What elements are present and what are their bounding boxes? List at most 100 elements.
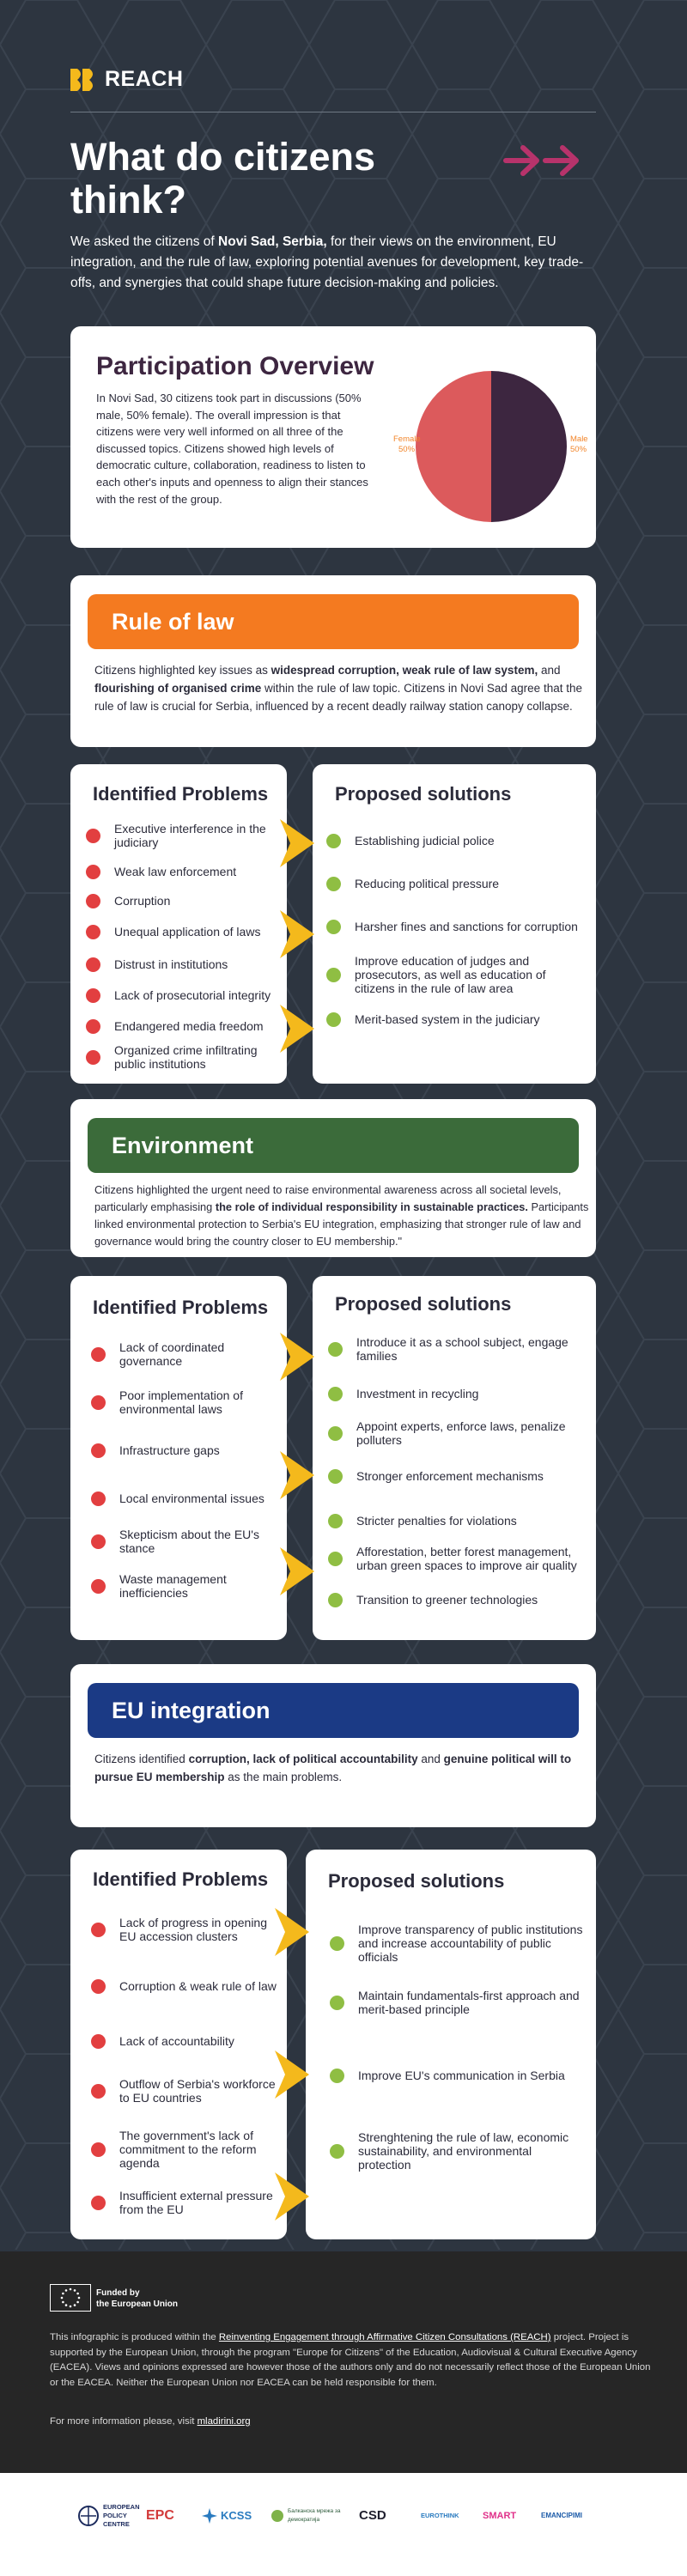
- pie-label-male: Male: [570, 434, 588, 444]
- footer-disclaimer: This infographic is produced within the …: [50, 2332, 651, 2388]
- red-bullet-icon: [91, 1443, 106, 1458]
- red-bullet-icon: [91, 2142, 106, 2157]
- red-bullet-icon: [86, 828, 100, 843]
- list-item: The government's lack of commitment to t…: [91, 2126, 280, 2172]
- brand: REACH: [70, 67, 183, 92]
- eu-flag-icon: [50, 2284, 91, 2312]
- list-item: Improve education of judges and prosecut…: [326, 951, 584, 998]
- overview-title: Participation Overview: [96, 352, 374, 380]
- environment-banner: Environment: [88, 1118, 579, 1173]
- green-bullet-icon: [330, 2068, 344, 2083]
- epc-globe-icon: [78, 2506, 99, 2526]
- list-item: Executive interference in the judiciary: [86, 821, 275, 850]
- red-bullet-icon: [86, 924, 100, 939]
- red-bullet-icon: [86, 864, 100, 879]
- list-item: Weak law enforcement: [86, 857, 275, 886]
- list-item: Endangered media freedom: [86, 1012, 275, 1041]
- intro-text: We asked the citizens of Novi Sad, Serbi…: [70, 234, 584, 290]
- green-bullet-icon: [330, 1995, 344, 2010]
- solutions-heading: Proposed solutions: [328, 1870, 505, 1892]
- eu-integration-summary: Citizens identified corruption, lack of …: [94, 1753, 572, 1783]
- page-title: What do citizens think?: [70, 135, 376, 222]
- green-bullet-icon: [326, 919, 341, 934]
- list-item: Corruption & weak rule of law: [91, 1970, 280, 2002]
- environment-problems-card: Identified Problems Lack of coordinated …: [70, 1276, 287, 1640]
- list-item: Reducing political pressure: [326, 869, 584, 898]
- red-bullet-icon: [91, 1578, 106, 1594]
- list-item: Stronger enforcement mechanisms: [328, 1463, 586, 1489]
- red-bullet-icon: [86, 893, 100, 908]
- green-bullet-icon: [328, 1513, 343, 1528]
- partner-logo-epc: EPC: [146, 2508, 174, 2523]
- eu-integration-banner: EU integration: [88, 1683, 579, 1738]
- environment-intro-card: Environment Citizens highlighted the urg…: [70, 1099, 596, 1257]
- green-bullet-icon: [328, 1468, 343, 1484]
- partner-logos-strip: EUROPEAN POLICY CENTRE EPC KCSS Балканск…: [0, 2473, 687, 2576]
- brand-name: REACH: [105, 67, 184, 91]
- chevron-right-icon: [275, 2050, 309, 2099]
- list-item: Lack of progress in opening EU accession…: [91, 1913, 280, 1946]
- list-item: Skepticism about the EU's stance: [91, 1525, 280, 1558]
- eu-integration-solutions-card: Proposed solutions Improve transparency …: [306, 1850, 596, 2239]
- chevron-right-icon: [280, 1451, 314, 1499]
- list-item: Harsher fines and sanctions for corrupti…: [326, 912, 584, 941]
- green-bullet-icon: [328, 1551, 343, 1566]
- red-bullet-icon: [86, 1049, 100, 1065]
- eu-integration-problems-card: Identified Problems Lack of progress in …: [70, 1850, 287, 2239]
- green-bullet-icon: [326, 876, 341, 891]
- environment-summary: Citizens highlighted the urgent need to …: [94, 1183, 589, 1248]
- list-item: Lack of prosecutorial integrity: [86, 981, 275, 1010]
- problems-heading: Identified Problems: [93, 1868, 269, 1890]
- problems-heading: Identified Problems: [93, 783, 269, 805]
- list-item: Corruption: [86, 886, 275, 915]
- chevron-right-icon: [280, 910, 314, 958]
- pie-slice-male: [491, 371, 567, 522]
- red-bullet-icon: [91, 2083, 106, 2099]
- project-link[interactable]: Reinventing Engagement through Affirmati…: [218, 2332, 551, 2342]
- website-link[interactable]: mladirini.org: [197, 2416, 251, 2427]
- list-item: Unequal application of laws: [86, 917, 275, 946]
- rule-of-law-problems-card: Identified Problems Executive interferen…: [70, 764, 287, 1084]
- list-item: Strenghtening the rule of law, economic …: [330, 2126, 584, 2176]
- pie-value-female: 50%: [398, 445, 416, 454]
- list-item: Organized crime infiltrating public inst…: [86, 1042, 275, 1072]
- green-bullet-icon: [330, 1935, 344, 1951]
- double-arrow-icon: [503, 145, 579, 176]
- red-bullet-icon: [91, 1534, 106, 1549]
- list-item: Improve transparency of public instituti…: [330, 1918, 584, 1968]
- list-item: Infrastructure gaps: [91, 1434, 280, 1467]
- red-bullet-icon: [91, 2195, 106, 2210]
- list-item: Transition to greener technologies: [328, 1587, 586, 1613]
- footer-more-info: For more information please, visit mladi…: [50, 2416, 251, 2427]
- red-bullet-icon: [91, 1346, 106, 1362]
- partner-logo-kcss: KCSS: [202, 2497, 252, 2535]
- list-item: Distrust in institutions: [86, 950, 275, 979]
- partner-logo-balkan-network: Балканска мрежа за демократија: [271, 2497, 350, 2535]
- red-bullet-icon: [91, 1394, 106, 1410]
- solutions-heading: Proposed solutions: [335, 1293, 512, 1315]
- partner-logo-smart: SMART: [483, 2511, 517, 2521]
- rule-of-law-intro-card: Rule of law Citizens highlighted key iss…: [70, 575, 596, 747]
- partner-logo-emancipimi: EMANCIPIMI: [541, 2512, 582, 2519]
- list-item: Improve EU's communication in Serbia: [330, 2063, 584, 2088]
- list-item: Stricter penalties for violations: [328, 1508, 586, 1534]
- pie-label-female: Female: [393, 434, 421, 444]
- reach-logo-icon: [70, 68, 93, 91]
- chevron-right-icon: [280, 819, 314, 867]
- green-bullet-icon: [330, 2143, 344, 2159]
- list-item: Investment in recycling: [328, 1381, 586, 1406]
- environment-solutions-card: Proposed solutions Introduce it as a sch…: [313, 1276, 596, 1640]
- list-item: Introduce it as a school subject, engage…: [328, 1333, 586, 1365]
- list-item: Afforestation, better forest management,…: [328, 1542, 586, 1575]
- red-bullet-icon: [86, 957, 100, 972]
- list-item: Local environmental issues: [91, 1482, 280, 1515]
- list-item: Establishing judicial police: [326, 826, 584, 855]
- chevron-right-icon: [280, 1333, 314, 1381]
- chevron-right-icon: [275, 2172, 309, 2221]
- green-bullet-icon: [328, 1341, 343, 1357]
- pie-slice-female: [416, 371, 491, 522]
- chevron-right-icon: [280, 1547, 314, 1595]
- rule-of-law-summary: Citizens highlighted key issues as wides…: [94, 664, 582, 713]
